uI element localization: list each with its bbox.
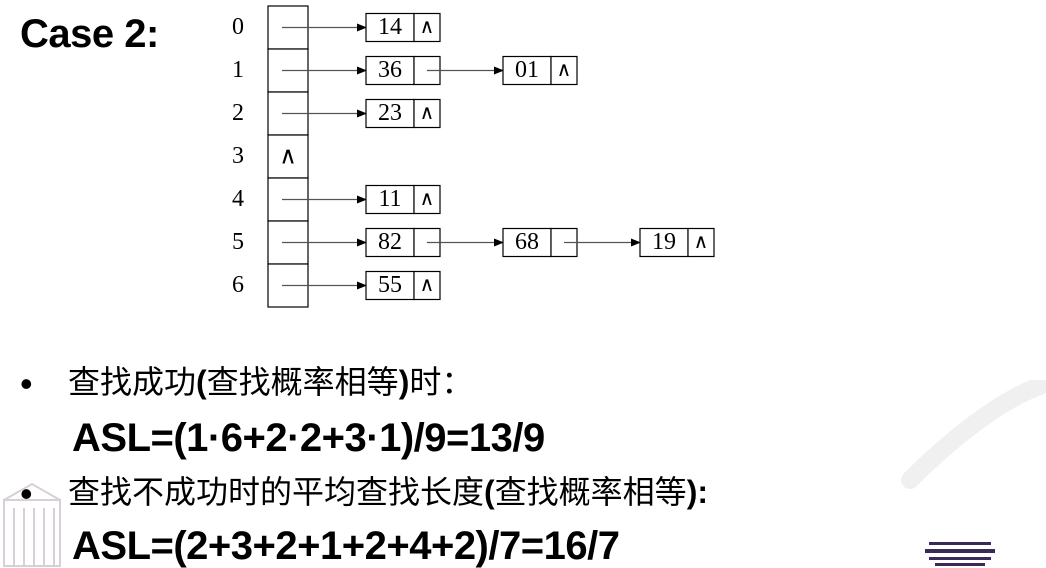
node-key-23: 23 <box>378 100 402 126</box>
node-value-box <box>365 184 415 215</box>
null-pointer-symbol: ∧ <box>420 186 435 210</box>
formula-success: ASL=(1·6+2·2+3·1)/9=13/9 <box>72 416 545 460</box>
bullet-1-open-paren: ( <box>196 364 207 400</box>
index-label-6: 6 <box>232 272 244 298</box>
node-key-14: 14 <box>378 14 402 40</box>
node-pointer-box <box>413 98 441 129</box>
node-pointer-box <box>413 184 441 215</box>
null-pointer-symbol: ∧ <box>420 100 435 124</box>
node-value-box <box>365 227 415 258</box>
bullet-2-middle: 查找概率相等 <box>494 473 687 511</box>
formula-failure: ASL=(2+3+2+1+2+4+2)/7=16/7 <box>72 524 620 568</box>
node-key-01: 01 <box>515 57 539 83</box>
null-pointer-symbol: ∧ <box>420 14 435 38</box>
node-value-box <box>502 227 552 258</box>
null-pointer-symbol: ∧ <box>694 229 709 253</box>
node-value-box <box>502 55 552 86</box>
node-pointer-box <box>687 227 715 258</box>
logo-watermark-icon <box>925 542 995 566</box>
node-key-19: 19 <box>652 229 676 255</box>
swoosh-watermark-icon <box>901 380 1046 489</box>
index-label-5: 5 <box>232 229 244 255</box>
index-label-2: 2 <box>232 100 244 126</box>
bullet-1-close-paren: ) <box>398 364 410 400</box>
node-value-box <box>365 270 415 301</box>
index-label-0: 0 <box>232 14 244 40</box>
building-watermark-icon <box>3 482 61 567</box>
node-key-68: 68 <box>515 229 539 255</box>
null-pointer-symbol: ∧ <box>557 57 572 81</box>
null-pointer-symbol: ∧ <box>420 272 435 296</box>
index-label-1: 1 <box>232 57 244 83</box>
node-key-36: 36 <box>378 57 402 83</box>
bullet-dot-1: • <box>20 363 33 404</box>
node-value-box <box>639 227 689 258</box>
node-pointer-box <box>550 55 578 86</box>
slide-title: Case 2: <box>20 12 159 56</box>
empty-bucket-symbol-3: ∧ <box>279 142 297 170</box>
bullet-2-prefix: 查找不成功时的平均查找长度 <box>68 473 485 511</box>
node-value-box <box>365 98 415 129</box>
bullet-2-open-paren: ( <box>484 474 495 510</box>
node-key-82: 82 <box>378 229 402 255</box>
bullet-text-success: 查找成功(查找概率相等)时： <box>68 366 473 398</box>
index-label-3: 3 <box>232 143 244 169</box>
node-pointer-box <box>413 12 441 43</box>
bullet-1-suffix: 时： <box>409 363 474 401</box>
node-key-11: 11 <box>378 186 401 212</box>
bullet-2-close-paren: ): <box>686 474 708 510</box>
bullet-1-middle: 查找概率相等 <box>206 363 399 401</box>
node-pointer-box <box>413 270 441 301</box>
bullet-1-prefix: 查找成功 <box>68 363 197 401</box>
node-key-55: 55 <box>378 272 402 298</box>
index-label-4: 4 <box>232 186 244 212</box>
bullet-text-failure: 查找不成功时的平均查找长度(查找概率相等): <box>68 476 708 508</box>
